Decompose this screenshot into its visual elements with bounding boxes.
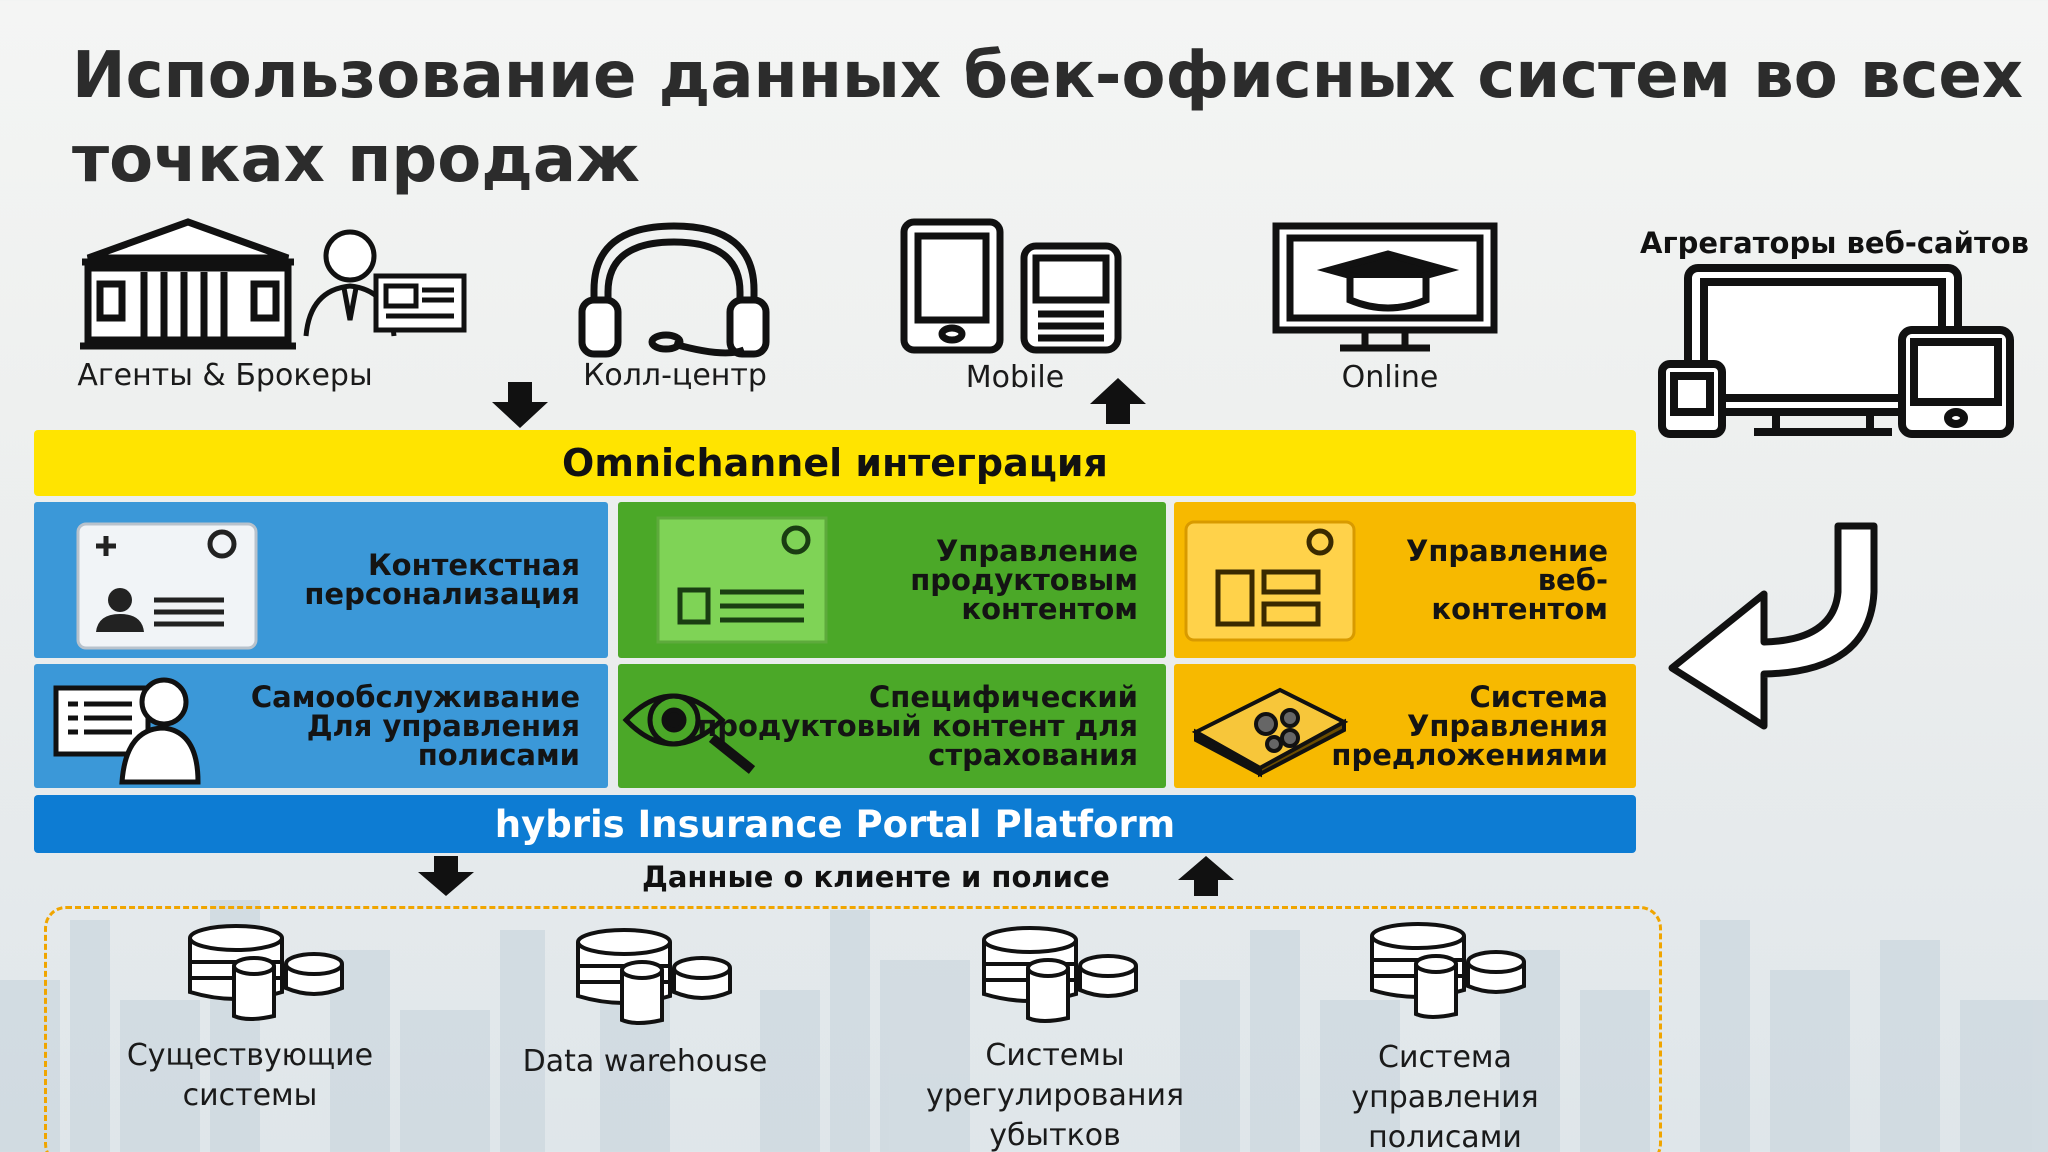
label-call-center: Колл-центр [583,358,767,393]
omnichannel-integration-bar: Omnichannel интеграция [34,430,1636,496]
content-card-icon [656,516,828,644]
headset-icon [578,222,770,358]
module-insurance-product-content: Специфический продуктовый контент для ст… [618,664,1166,788]
label-existing-systems: Существующие системы [126,1038,374,1113]
module-insurance-product-content-label: Специфический продуктовый контент для ст… [697,679,1138,772]
web-layout-card-icon [1184,520,1356,642]
module-offer-management-label: Система Управления предложениями [1331,679,1608,772]
gears-box-icon [1191,687,1349,778]
broker-person-icon [303,229,467,337]
multi-device-icon [1658,264,2014,438]
tablet-phone-icon [900,218,1122,354]
label-claims-systems: Системы урегулирования убытков [925,1038,1185,1152]
database-icon [188,924,344,1021]
module-web-content-management-label: Управление веб- контентом [1405,533,1608,626]
curved-return-arrow-icon [1668,522,1878,730]
database-icon [576,928,732,1025]
module-contextual-personalization-label: Контекстная персонализация [304,548,580,611]
label-data-warehouse: Data warehouse [522,1044,768,1079]
hybris-platform-bar: hybris Insurance Portal Platform [34,795,1636,853]
bank-building-icon [80,218,296,350]
module-product-content-management-label: Управление продуктовым контентом [910,533,1138,626]
label-policy-management: Система управления полисами [1351,1040,1539,1152]
label-agents-brokers: Агенты & Брокеры [77,358,373,393]
arrow-down-icon [492,382,548,428]
monitor-graduation-cap-icon [1272,222,1498,352]
module-self-service-label: Самообслуживание Для управления полисами [250,679,580,772]
arrow-down-icon [418,856,474,896]
label-online: Online [1341,360,1439,395]
profile-card-icon [76,522,258,650]
backoffice-systems-group [44,906,1662,1152]
page-title: Использование данных бек-офисных систем … [72,39,2024,197]
arrow-up-icon [1178,856,1234,896]
label-mobile: Mobile [965,360,1065,395]
arrow-up-icon [1090,378,1146,424]
data-flow-label: Данные о клиенте и полисе [642,860,1110,894]
user-at-screen-icon [53,677,201,785]
eye-magnifier-icon [622,693,756,774]
database-icon [982,926,1138,1023]
label-aggregators: Агрегаторы веб-сайтов [1640,226,2030,260]
database-icon [1370,922,1526,1019]
